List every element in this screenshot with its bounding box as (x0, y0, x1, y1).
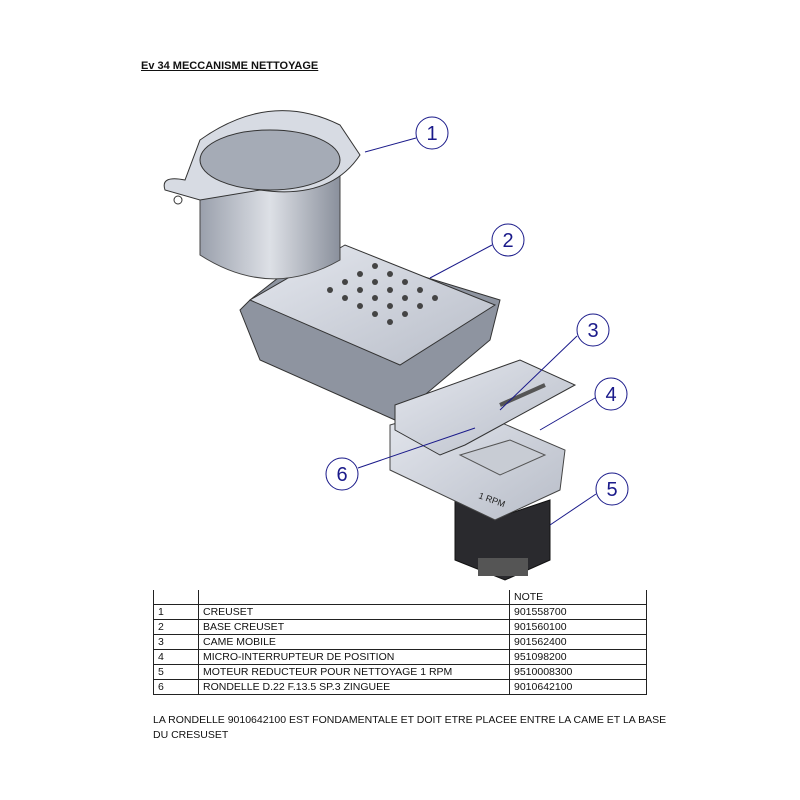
callout-2: 2 (491, 223, 525, 257)
header-note: NOTE (509, 590, 647, 605)
cell-desc: MICRO-INTERRUPTEUR DE POSITION (198, 649, 510, 665)
cell-note: 901560100 (509, 619, 647, 635)
cell-desc: MOTEUR REDUCTEUR POUR NETTOYAGE 1 RPM (198, 664, 510, 680)
cell-num: 3 (153, 634, 199, 650)
svg-text:2: 2 (502, 230, 513, 252)
page-title: Ev 34 MECCANISME NETTOYAGE (141, 60, 319, 72)
svg-text:6: 6 (336, 464, 347, 486)
cell-note: 951098200 (509, 649, 647, 665)
cell-desc: CREUSET (198, 604, 510, 620)
cell-note: 9010642100 (509, 679, 647, 695)
motor-part (454, 499, 551, 581)
cell-note: 9510008300 (509, 664, 647, 680)
cell-note: 901562400 (509, 634, 647, 650)
cell-num: 5 (153, 664, 199, 680)
cam-part (394, 359, 577, 456)
cell-desc: CAME MOBILE (198, 634, 510, 650)
exploded-diagram: 1 RPM 1 2 3 4 5 6 (163, 110, 629, 581)
crucible-part (163, 110, 361, 280)
table-header-row: NOTE (153, 590, 647, 605)
cell-num: 6 (153, 679, 199, 695)
callout-1: 1 (415, 116, 449, 150)
cell-desc: RONDELLE D.22 F.13.5 SP.3 ZINGUEE (198, 679, 510, 695)
callout-5: 5 (595, 472, 629, 506)
footnote: LA RONDELLE 9010642100 EST FONDAMENTALE … (153, 714, 667, 741)
svg-text:1: 1 (426, 123, 437, 145)
svg-text:4: 4 (605, 384, 616, 406)
cell-num: 1 (153, 604, 199, 620)
base-part (239, 244, 501, 421)
callout-4: 4 (594, 377, 628, 411)
cell-desc: BASE CREUSET (198, 619, 510, 635)
svg-text:3: 3 (587, 320, 598, 342)
cell-num: 2 (153, 619, 199, 635)
header-desc (198, 590, 510, 605)
callout-3: 3 (576, 313, 610, 347)
cell-num: 4 (153, 649, 199, 665)
header-num (153, 590, 199, 605)
callout-6: 6 (325, 457, 359, 491)
cell-note: 901558700 (509, 604, 647, 620)
svg-text:5: 5 (606, 479, 617, 501)
